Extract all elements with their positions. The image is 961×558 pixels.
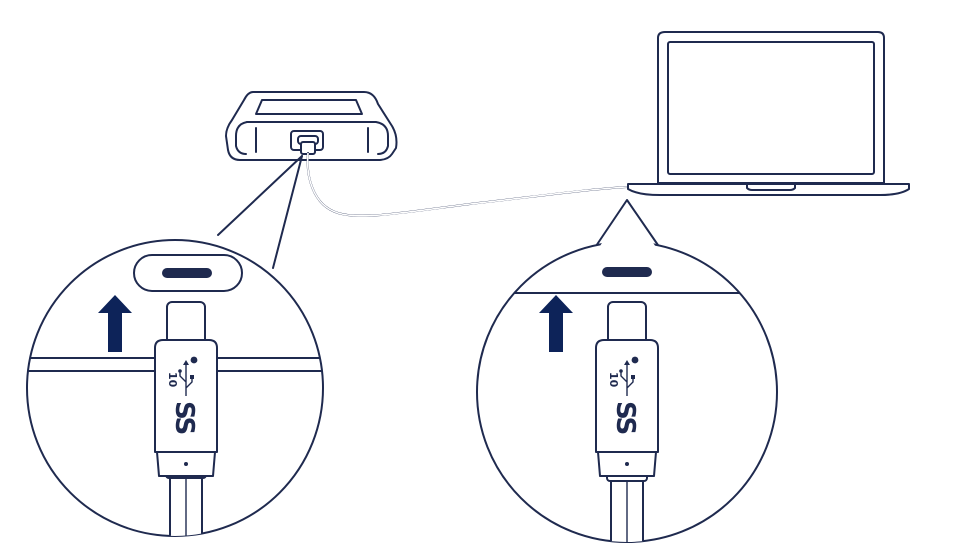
right-superspeed-logo-icon: SS: [610, 401, 640, 434]
usb-cable: [306, 152, 628, 217]
left-usb-trident-icon: [178, 360, 194, 396]
left-speed-label: 10: [166, 372, 179, 388]
laptop-icon: [627, 31, 910, 196]
drive-port-callout: 10 SS: [26, 155, 324, 537]
right-usb-trident-icon: [619, 360, 635, 396]
left-insert-arrow-icon: [98, 295, 132, 352]
right-insert-arrow-icon: [539, 295, 573, 352]
left-usb-c-port: [162, 268, 212, 278]
left-plug-tip: [166, 301, 206, 345]
right-speed-label: 10: [607, 372, 620, 388]
laptop-port-callout: 10 SS: [476, 199, 778, 543]
left-superspeed-logo-icon: SS: [169, 401, 199, 434]
right-plug-tip: [607, 301, 647, 345]
right-usb-c-port: [602, 267, 652, 277]
external-drive-icon: [225, 91, 398, 161]
